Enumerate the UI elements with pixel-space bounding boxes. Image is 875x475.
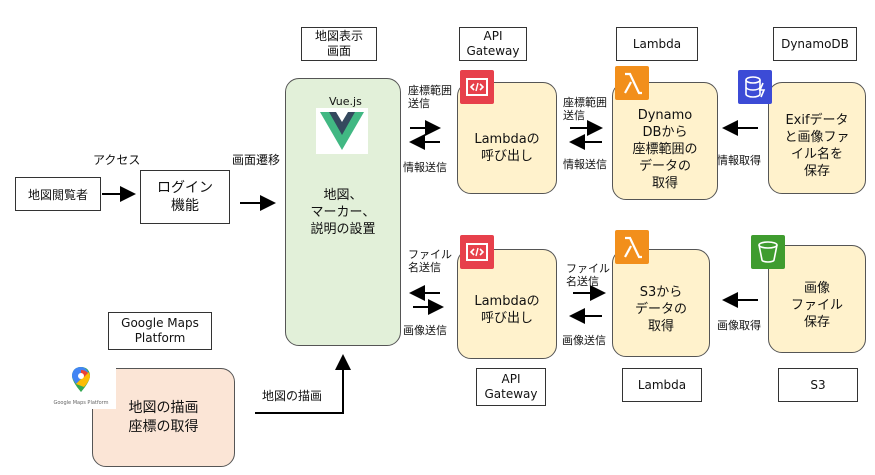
lambda-process-bottom-box: S3から データの 取得 — [612, 249, 710, 357]
api-gateway-top-label: API Gateway — [459, 27, 527, 61]
viewer-box: 地図閲覧者 — [15, 177, 101, 211]
google-maps-label-text: Google Maps Platform — [121, 316, 199, 345]
coord-send-2-text: 座標範囲 送信 — [563, 96, 607, 122]
api-gateway-icon — [460, 235, 494, 273]
lambda-bottom-text: Lambda — [637, 377, 687, 392]
image-get-label: 画像取得 — [717, 319, 761, 332]
lambda-call-bottom-text: Lambdaの 呼び出し — [474, 294, 540, 326]
file-send-1-text: ファイル 名送信 — [408, 248, 452, 274]
info-send-1-label: 情報送信 — [403, 161, 447, 174]
access-label: アクセス — [93, 153, 141, 167]
lambda-call-top-text: Lambdaの 呼び出し — [474, 132, 540, 164]
lambda-process-top-text: Dynamo DBから 座標範囲の データの 取得 — [632, 107, 698, 191]
google-maps-logo-text: Google Maps Platform — [53, 400, 109, 406]
map-screen-text: 地図表示 画面 — [314, 29, 363, 58]
dynamodb-text: DynamoDB — [781, 36, 849, 51]
vue-label: Vue.js — [329, 95, 362, 108]
dynamodb-store-text: Exifデータ と画像ファ イル名を 保存 — [784, 113, 850, 179]
lambda-top-text: Lambda — [632, 36, 682, 51]
image-send-2-label: 画像送信 — [562, 334, 606, 347]
dynamodb-store-box: Exifデータ と画像ファ イル名を 保存 — [768, 82, 866, 194]
login-text: ログイン 機能 — [157, 180, 213, 214]
map-setup-text-wrap: 地図、 マーカー、 説明の設置 — [285, 180, 401, 244]
info-get-label: 情報取得 — [717, 154, 761, 167]
s3-bucket-icon — [751, 235, 785, 273]
vue-logo-icon — [316, 108, 368, 158]
file-send-1-label: ファイル 名送信 — [408, 248, 452, 274]
lambda-icon — [615, 66, 649, 104]
dynamodb-label: DynamoDB — [773, 27, 857, 61]
lambda-process-bottom-text: S3から データの 取得 — [634, 284, 687, 334]
s3-label: S3 — [778, 368, 858, 402]
lambda-icon — [615, 230, 649, 268]
viewer-text: 地図閲覧者 — [27, 187, 88, 202]
lambda-process-top-box: Dynamo DBから 座標範囲の データの 取得 — [612, 82, 718, 200]
screen-transition-label: 画面遷移 — [232, 153, 281, 167]
map-draw-edge-label: 地図の描画 — [262, 389, 323, 403]
info-send-2-label: 情報送信 — [563, 158, 607, 171]
api-gateway-icon — [460, 70, 494, 108]
s3-store-text: 画像 ファイル 保存 — [790, 280, 843, 330]
image-send-1-label: 画像送信 — [403, 324, 447, 337]
file-send-2-text: ファイル 名送信 — [566, 262, 610, 288]
edge-map-draw — [255, 354, 351, 414]
api-gateway-bottom-label: API Gateway — [476, 368, 546, 406]
lambda-top-label: Lambda — [616, 27, 698, 61]
api-gateway-bottom-text: API Gateway — [484, 372, 538, 401]
map-display-box — [285, 78, 401, 346]
google-maps-label: Google Maps Platform — [108, 312, 212, 350]
map-setup-text: 地図、 マーカー、 説明の設置 — [310, 187, 376, 237]
map-screen-label: 地図表示 画面 — [301, 27, 377, 61]
coord-send-1-text: 座標範囲 送信 — [408, 84, 452, 110]
google-maps-pin-icon: Google Maps Platform — [46, 365, 116, 409]
map-draw-text: 地図の描画 座標の取得 — [128, 399, 199, 435]
file-send-2-label: ファイル 名送信 — [566, 262, 610, 288]
coord-send-2-label: 座標範囲 送信 — [563, 96, 607, 122]
coord-send-1-label: 座標範囲 送信 — [408, 84, 452, 110]
lambda-call-top-box: Lambdaの 呼び出し — [457, 82, 557, 194]
api-gateway-top-text: API Gateway — [466, 29, 520, 58]
s3-text: S3 — [810, 377, 826, 392]
lambda-bottom-label: Lambda — [622, 368, 702, 402]
login-box: ログイン 機能 — [140, 170, 230, 224]
dynamodb-icon — [738, 70, 772, 108]
